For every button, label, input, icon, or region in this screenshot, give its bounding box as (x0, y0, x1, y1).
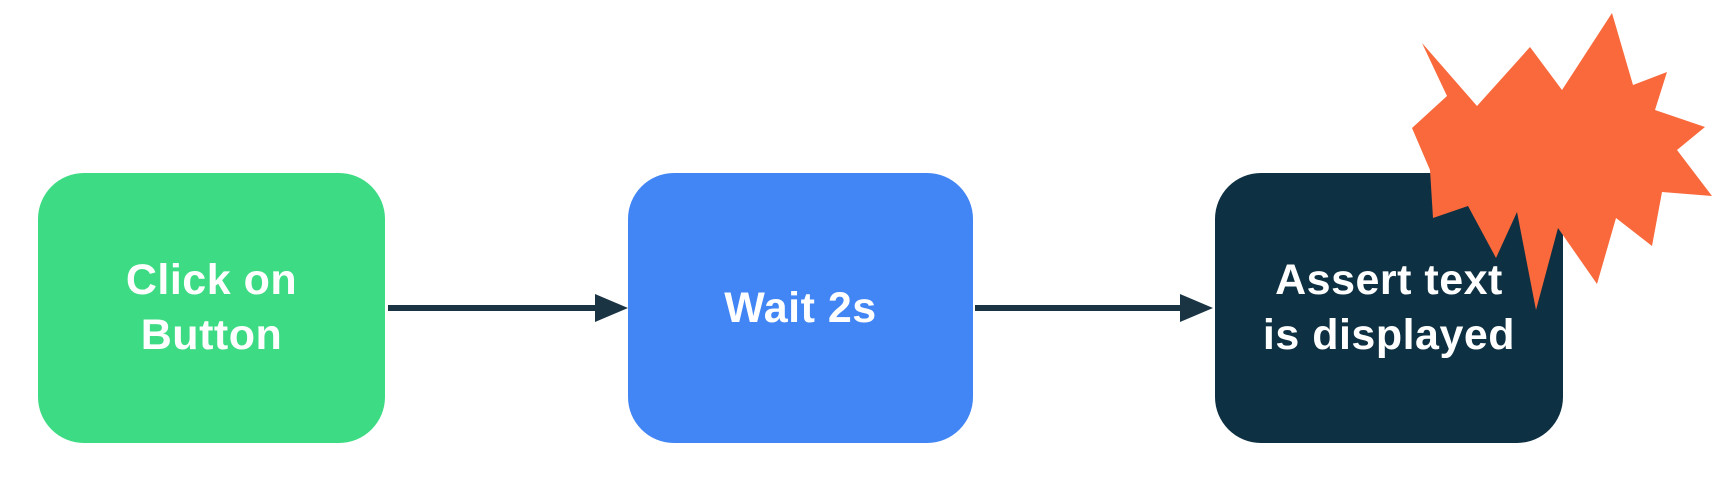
arrow-head-icon (595, 294, 628, 322)
node-label-line: Click on (125, 256, 298, 304)
flow-node-assert-text-is-displayed: Assert text is displayed (1215, 173, 1563, 443)
node-label-line: Button (140, 311, 283, 359)
node-label-line: Assert text (1275, 256, 1503, 304)
node-label-line: Wait 2s (724, 283, 877, 332)
arrow-head-icon (1180, 294, 1213, 322)
node-label-line: is displayed (1262, 311, 1516, 359)
connector-arrow-2 (975, 294, 1213, 322)
connector-arrow-1 (388, 294, 628, 322)
flow-node-click-on-button: Click on Button (38, 173, 385, 443)
flow-node-wait-2s: Wait 2s (628, 173, 973, 443)
